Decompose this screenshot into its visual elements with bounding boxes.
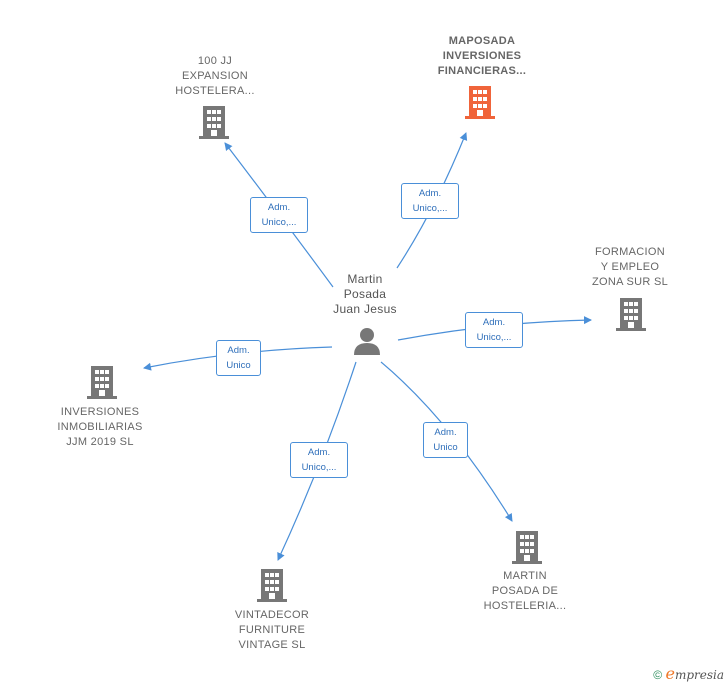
building-icon[interactable] [256, 567, 288, 603]
edge-label-n2[interactable]: Adm. Unico,... [401, 183, 459, 219]
edge-label-n6[interactable]: Adm. Unico [423, 422, 468, 458]
footer-brand: © empresia [653, 664, 724, 683]
building-icon[interactable] [615, 296, 647, 332]
edge-label-n4[interactable]: Adm. Unico [216, 340, 261, 376]
person-icon[interactable] [352, 326, 382, 356]
building-icon[interactable] [86, 364, 118, 400]
brand-logo-initial: e [665, 664, 675, 683]
node-label-n1: 100 JJ EXPANSION HOSTELERA... [175, 55, 255, 97]
edge-label-n3[interactable]: Adm. Unico,... [465, 312, 523, 348]
node-label-n6: MARTIN POSADA DE HOSTELERIA... [483, 570, 567, 612]
edge-label-n5[interactable]: Adm. Unico,... [290, 442, 348, 478]
node-label-n5: VINTADECOR FURNITURE VINTAGE SL [234, 609, 310, 651]
brand-logo-text: mpresia [674, 668, 724, 682]
node-label-n3: FORMACION Y EMPLEO ZONA SUR SL [591, 246, 669, 288]
node-label-n4: INVERSIONES INMOBILIARIAS JJM 2019 SL [57, 406, 143, 448]
edge-label-n1[interactable]: Adm. Unico,... [250, 197, 308, 233]
building-icon[interactable] [511, 529, 543, 565]
copyright-symbol: © [653, 668, 663, 682]
center-label: Martin Posada Juan Jesus [333, 272, 397, 316]
building-icon-highlight[interactable] [464, 84, 496, 120]
node-label-n2: MAPOSADA INVERSIONES FINANCIERAS... [437, 35, 527, 77]
building-icon[interactable] [198, 104, 230, 140]
